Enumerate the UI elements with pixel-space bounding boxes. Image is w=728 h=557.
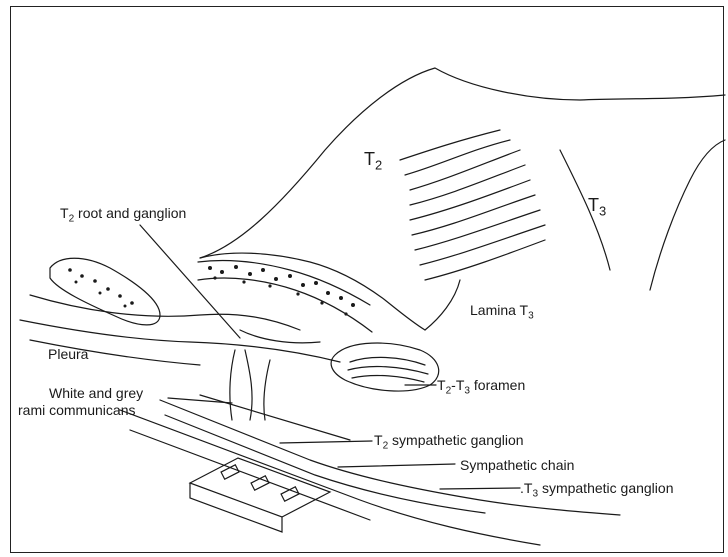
t3-vertebra-outline bbox=[650, 140, 725, 290]
label-rami-line1: White and grey bbox=[49, 386, 143, 400]
leader-t2-root bbox=[140, 225, 240, 338]
leader-rami bbox=[168, 398, 232, 403]
label-t2-t3-foramen: T2-T3 foramen bbox=[437, 378, 525, 397]
rib-section bbox=[50, 258, 160, 325]
leader-t2-ganglion bbox=[280, 441, 372, 443]
label-rami-line2: rami communicans bbox=[18, 403, 135, 417]
label-t2-vertebra: T2 bbox=[364, 150, 382, 172]
leader-t3-ganglion bbox=[440, 488, 520, 489]
label-pleura: Pleura bbox=[48, 347, 88, 361]
label-t3-vertebra: T3 bbox=[588, 196, 606, 218]
leader-chain bbox=[338, 464, 455, 467]
label-t2-sympathetic-ganglion: T2 sympathetic ganglion bbox=[374, 433, 524, 452]
label-t2-root-ganglion: T2 root and ganglion bbox=[60, 206, 186, 225]
rib-marrow-dots bbox=[68, 268, 134, 307]
label-lamina-t3: Lamina T3 bbox=[470, 303, 534, 322]
cancellous-bone-dots bbox=[208, 265, 355, 316]
label-t3-sympathetic-ganglion: .T3 sympathetic ganglion bbox=[520, 481, 673, 500]
t2-vertebra-outline bbox=[200, 68, 725, 258]
label-sympathetic-chain: Sympathetic chain bbox=[460, 458, 574, 472]
